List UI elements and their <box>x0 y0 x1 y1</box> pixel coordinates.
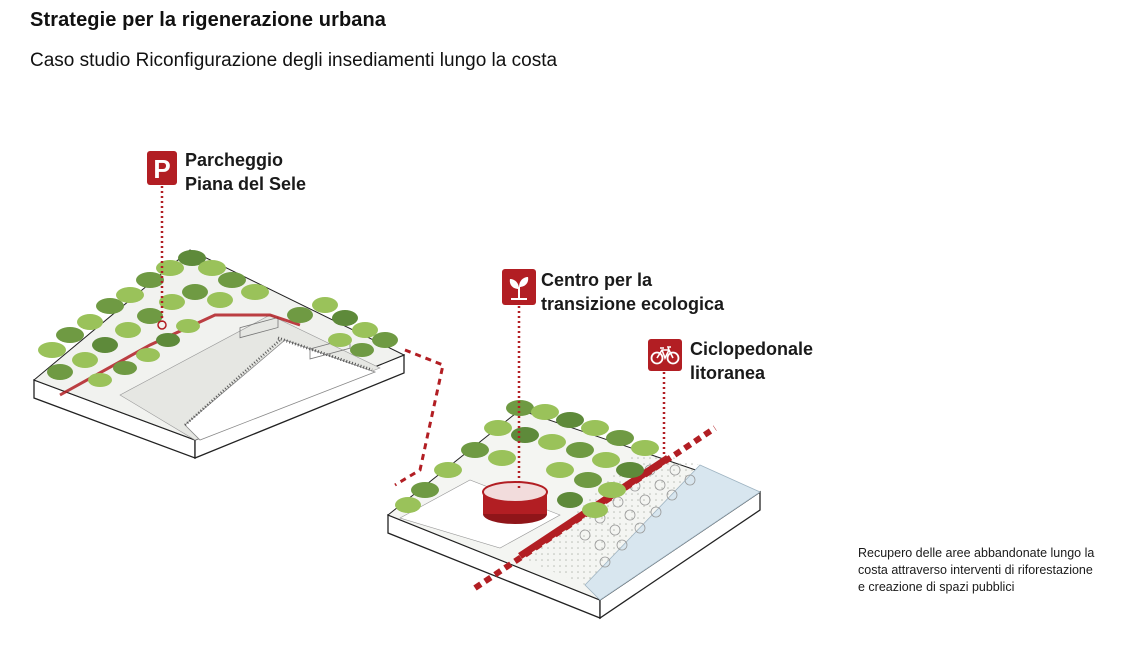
parking-letter: P <box>153 154 170 184</box>
trees-right <box>395 400 659 518</box>
caption-line-3: e creazione di spazi pubblici <box>858 580 1015 594</box>
coast-block <box>387 400 762 620</box>
page-subtitle: Caso studio Riconfigurazione degli insed… <box>30 50 558 71</box>
cycle-path-badge <box>648 339 682 371</box>
callout-parking: Parcheggio Piana del Sele <box>185 148 306 196</box>
leaf-sprout-icon <box>509 277 529 300</box>
callout-eco-center-line-2: transizione ecologica <box>541 294 725 314</box>
callout-parking-line-2: Piana del Sele <box>185 174 307 194</box>
callout-parking-line-1: Parcheggio <box>185 150 284 170</box>
bicycle-icon <box>650 346 680 365</box>
callout-cycle-path-line-2: litoranea <box>690 363 766 383</box>
caption: Recupero delle aree abbandonate lungo la… <box>858 545 1094 596</box>
parking-icon: P <box>153 154 170 184</box>
eco-center-building <box>482 481 548 524</box>
caption-line-2: costa attraverso interventi di riforesta… <box>858 563 1093 577</box>
callout-eco-center: Centro per la transizione ecologica <box>541 268 724 316</box>
parking-badge: P <box>147 151 177 185</box>
parking-block <box>33 249 406 459</box>
callout-cycle-path: Ciclopedonale litoranea <box>690 337 813 385</box>
caption-line-1: Recupero delle aree abbandonate lungo la <box>858 546 1095 560</box>
callout-cycle-path-line-1: Ciclopedonale <box>690 339 814 359</box>
page-title: Strategie per la rigenerazione urbana <box>30 9 387 31</box>
callout-eco-center-line-1: Centro per la <box>541 270 653 290</box>
eco-center-badge <box>502 269 536 305</box>
